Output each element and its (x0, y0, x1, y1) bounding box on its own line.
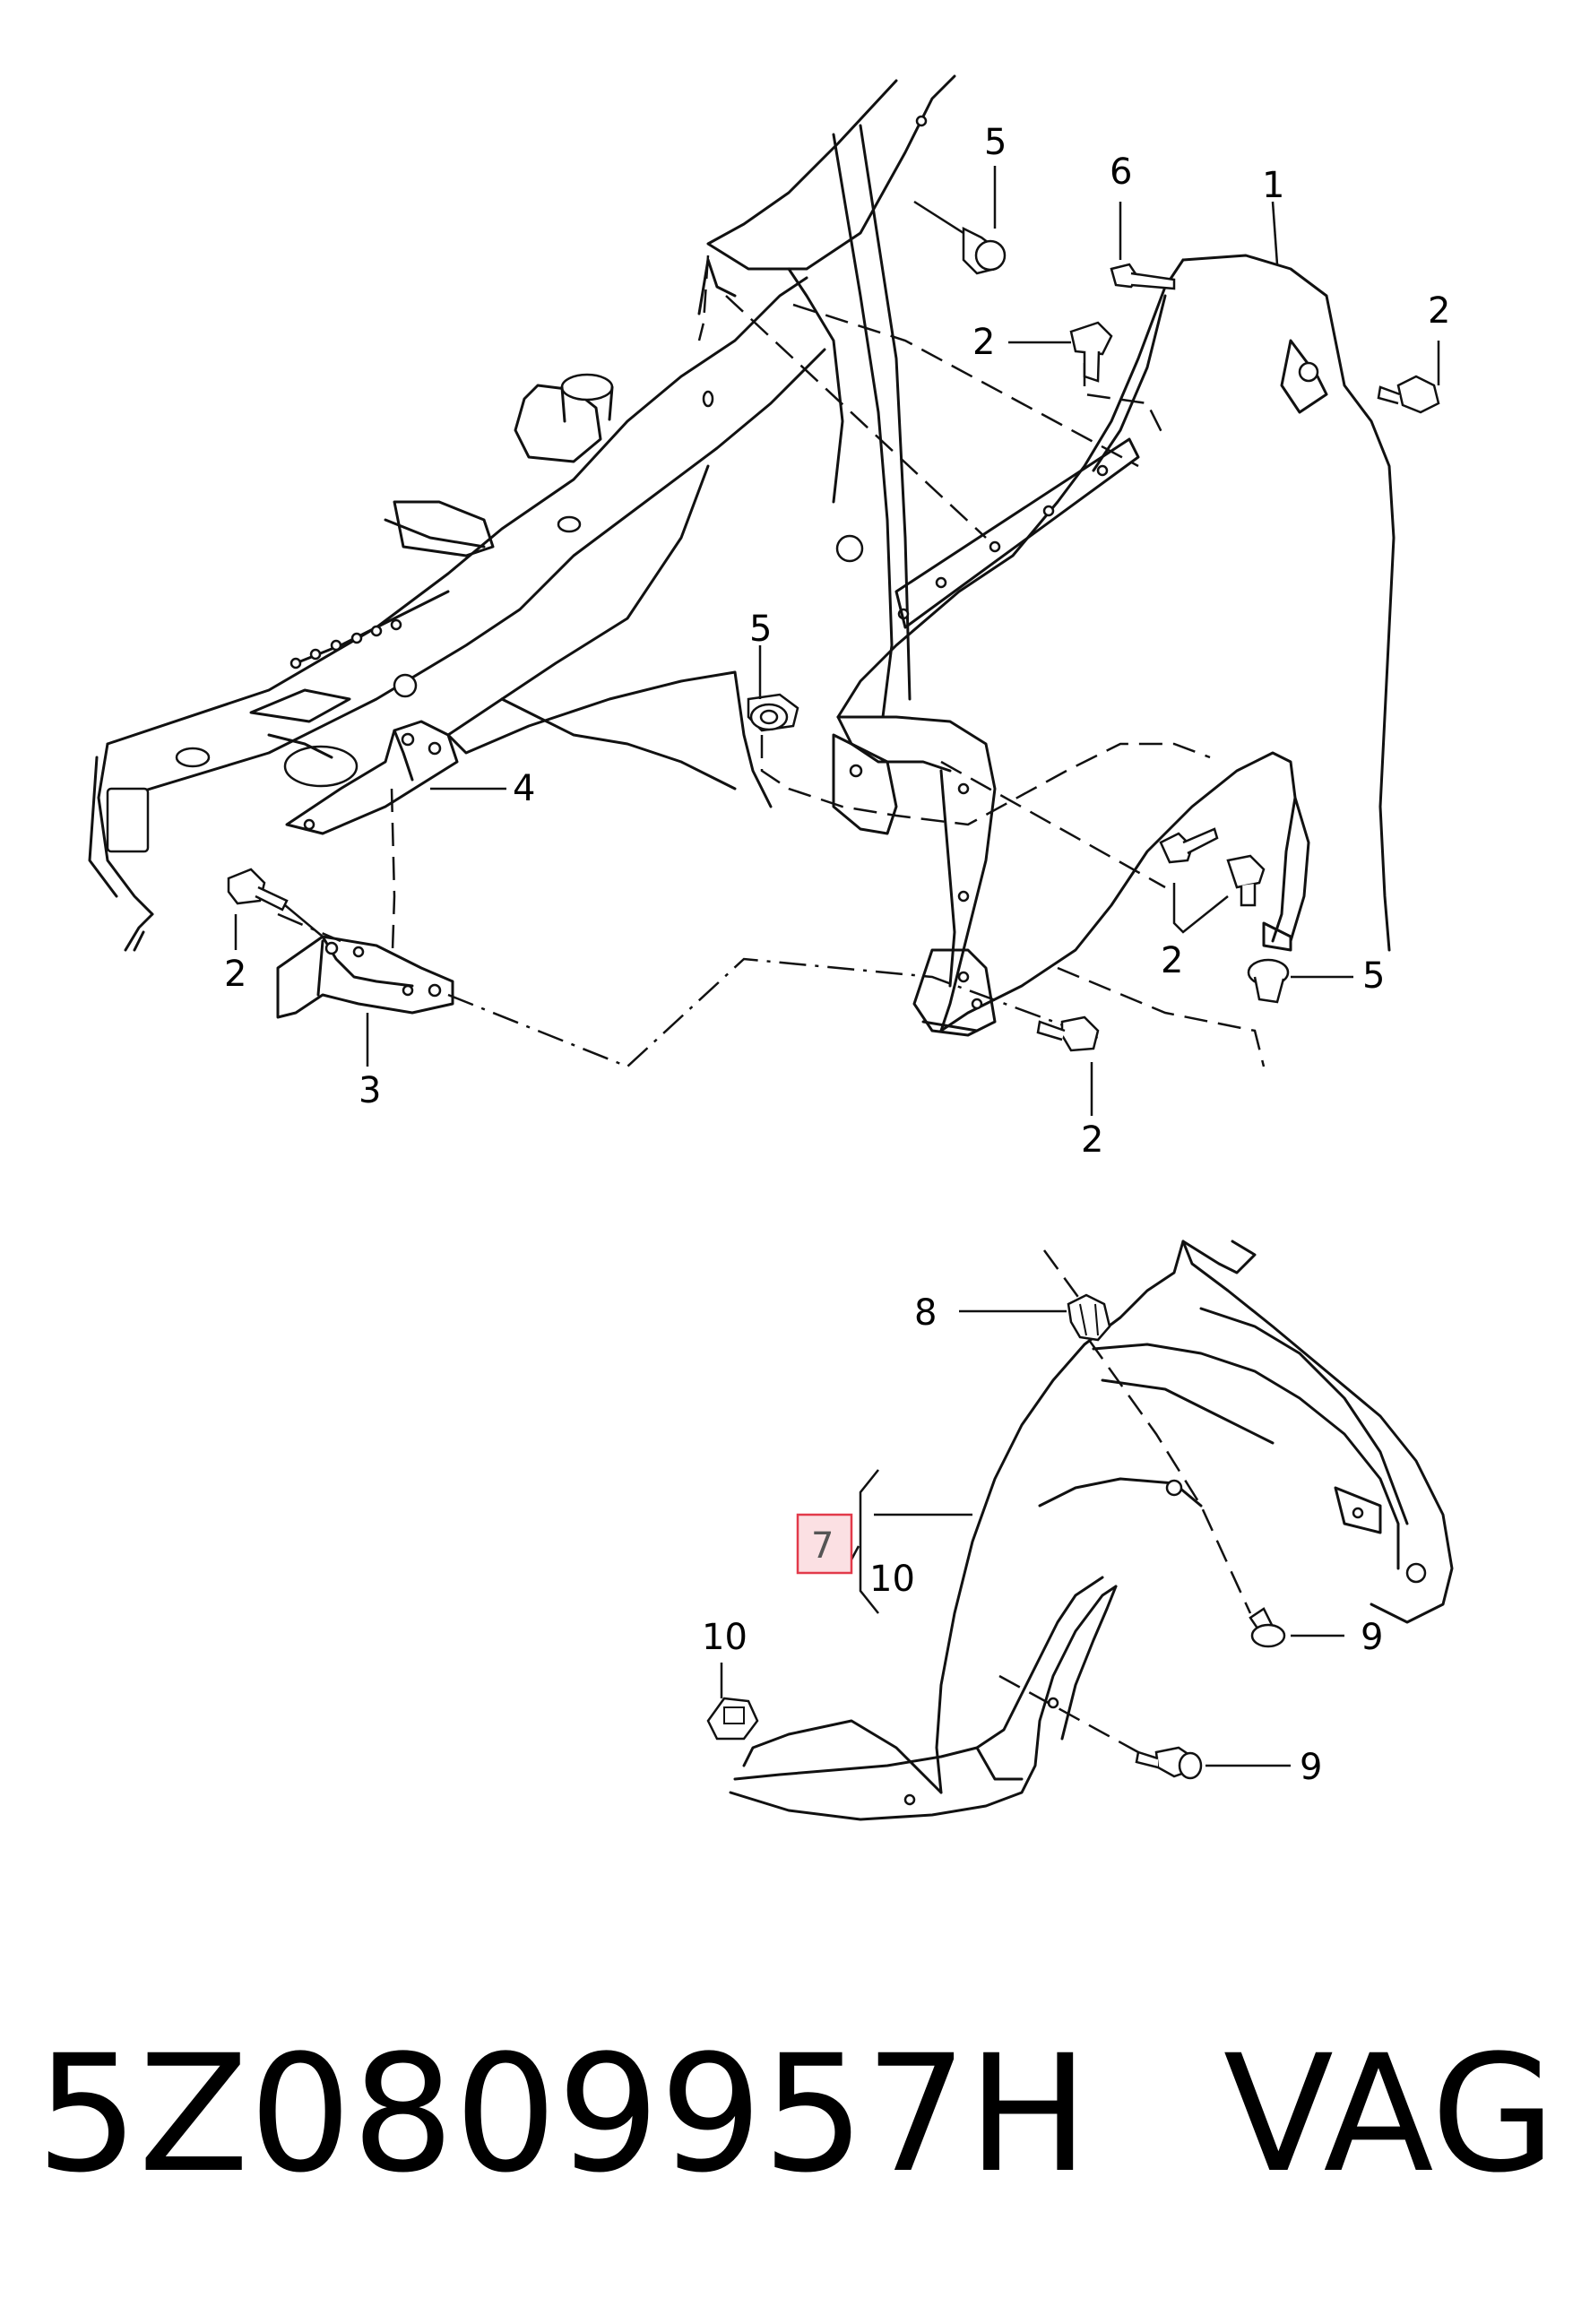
part-number: 5Z0809957H (36, 2021, 1089, 2208)
callout-7: 7 (811, 1525, 834, 1567)
speed-nut-10 (706, 1697, 759, 1741)
fastener-bolt-2-arch-a (1159, 827, 1219, 864)
fastener-nut-5-mid (747, 693, 799, 732)
callout-8: 8 (914, 1292, 937, 1334)
callout-5-mid: 5 (749, 609, 772, 650)
assembly-dashed-lines (277, 255, 1266, 1068)
callout-3: 3 (359, 1070, 381, 1111)
leader-lines-lower (720, 1249, 1344, 1767)
fastener-bolt-2-bottom (1036, 1015, 1100, 1052)
callout-10-nut: 10 (702, 1617, 747, 1658)
callout-5-arch: 5 (1362, 955, 1385, 997)
bracket-part-3 (276, 935, 454, 1019)
callout-6: 6 (1110, 151, 1132, 193)
fastener-nut-5-arch (1247, 958, 1290, 1004)
leader-lines-upper (234, 166, 1440, 1116)
fastener-bolt-2-top-center (1069, 321, 1113, 383)
fastener-bolt-2-top-right (1377, 375, 1440, 414)
callout-2-top-center: 2 (972, 322, 995, 363)
callout-2-arch: 2 (1161, 940, 1183, 981)
front-fender-part-1 (832, 254, 1396, 1037)
callout-1: 1 (1262, 165, 1284, 206)
callout-10-liner: 10 (869, 1559, 915, 1600)
wheel-housing-liner-part-7 (729, 1240, 1454, 1821)
screw-9-upper (1249, 1607, 1286, 1648)
callout-2-left: 2 (224, 954, 246, 995)
callout-4: 4 (513, 768, 535, 809)
callout-9-upper: 9 (1361, 1617, 1383, 1658)
bracket-part-4 (285, 720, 459, 835)
fastener-bolt-2-arch-b (1226, 854, 1266, 907)
front-longitudinal-member (88, 258, 826, 952)
body-inner-structure (446, 74, 956, 808)
brand-name: VAG (1223, 2021, 1556, 2208)
fastener-bolt-2-left (227, 868, 324, 937)
callout-5-top: 5 (984, 122, 1007, 163)
callout-2-top-right: 2 (1428, 290, 1450, 332)
fastener-bolt-6 (1110, 263, 1176, 290)
fastener-nut-5-top (913, 200, 1007, 275)
screw-9-lower (1135, 1746, 1203, 1780)
callout-7-highlight (796, 1513, 853, 1575)
callout-2-bottom: 2 (1081, 1119, 1103, 1161)
expanding-clip-8 (1067, 1293, 1111, 1342)
callout-9-lower: 9 (1300, 1747, 1322, 1788)
